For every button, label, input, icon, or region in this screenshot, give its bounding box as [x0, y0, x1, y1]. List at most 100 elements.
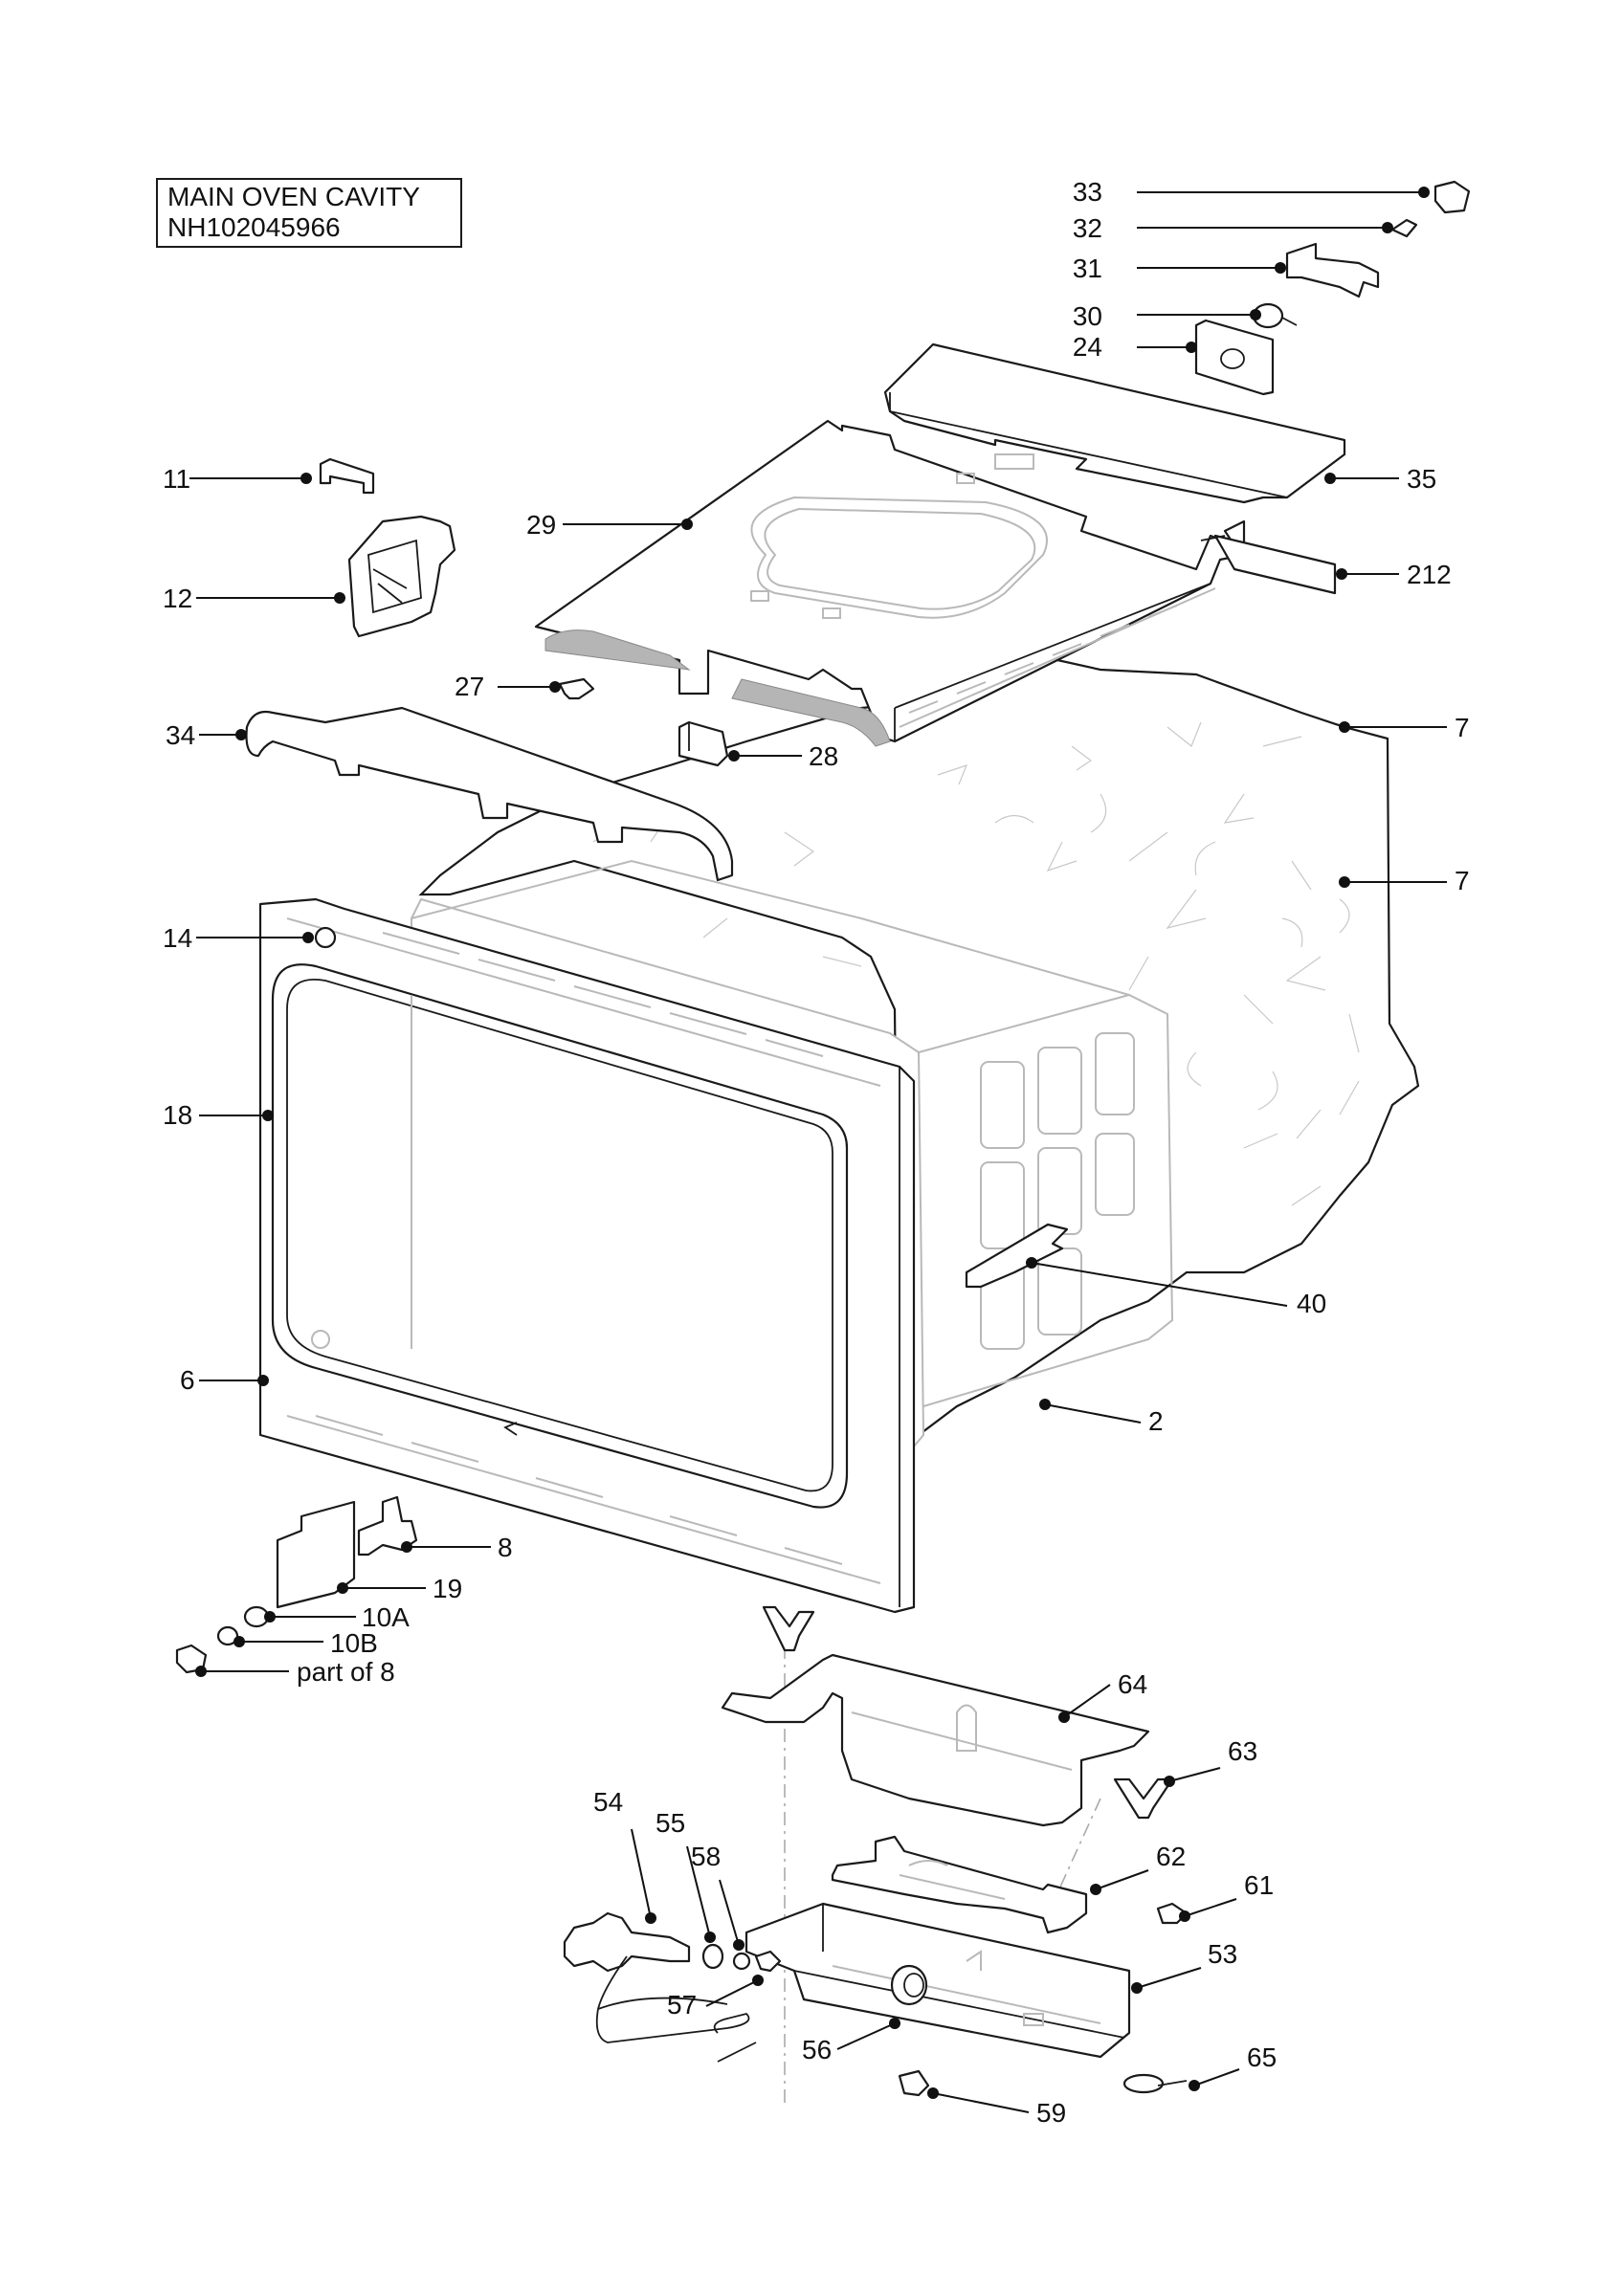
leader-dot-54: [645, 1912, 656, 1924]
leader-dot-53: [1131, 1982, 1143, 1994]
leader-dot-34: [235, 729, 247, 740]
callout-label-35: 35: [1407, 464, 1436, 494]
callout-label-34: 34: [166, 720, 195, 750]
callout-label-11: 11: [163, 464, 190, 494]
leader-dot-12: [334, 592, 345, 604]
leader-line-55: [686, 1845, 711, 1938]
callout-label-57: 57: [667, 1990, 697, 2020]
leader-line-40: [1031, 1262, 1288, 1307]
leader-line-64: [1063, 1684, 1111, 1718]
light-bulb-14: [314, 926, 337, 949]
leader-dot-58: [733, 1939, 744, 1951]
leader-dot-10A: [264, 1611, 276, 1623]
support-bracket: [678, 720, 729, 767]
leader-dot-65: [1189, 2080, 1200, 2091]
callout-label-61: 61: [1244, 1870, 1274, 1900]
leader-dot-40: [1026, 1257, 1037, 1269]
rear-panel: [883, 342, 1346, 504]
leader-dot-19: [337, 1582, 348, 1594]
switch-bracket-19: [276, 1500, 356, 1609]
callout-label-212: 212: [1407, 560, 1452, 589]
leader-line-65: [1193, 2068, 1240, 2086]
leader-dot-32: [1382, 222, 1393, 233]
leader-line-58: [719, 1879, 740, 1946]
leader-line-61: [1184, 1898, 1237, 1917]
callout-label-53: 53: [1208, 1939, 1237, 1969]
side-rail: [245, 706, 734, 882]
leader-dot-8: [401, 1541, 412, 1553]
leader-line-59: [932, 2092, 1030, 2113]
leader-dot-7b: [1339, 876, 1350, 888]
leader-dot-14: [302, 932, 314, 943]
leader-line-53: [1136, 1967, 1202, 1989]
leader-line-63: [1168, 1767, 1221, 1782]
bracket-40: [965, 1223, 1069, 1289]
nut-55: [701, 1943, 724, 1970]
callout-label-32: 32: [1073, 213, 1102, 243]
callout-label-7a: 7: [1455, 713, 1470, 742]
clip-59: [898, 2069, 930, 2097]
grommet-65: [1122, 2073, 1188, 2094]
callout-label-55: 55: [655, 1808, 685, 1838]
callout-label-31: 31: [1073, 254, 1102, 283]
callout-leaders: [189, 187, 1447, 2113]
front-frame: [258, 897, 916, 1614]
callout-label-14: 14: [163, 923, 192, 953]
leader-dot-33: [1418, 187, 1430, 198]
callout-label-59: 59: [1036, 2098, 1066, 2128]
mount-plate-24: [1194, 319, 1275, 396]
leader-dot-7a: [1339, 721, 1350, 733]
thermostat-54: [563, 1911, 757, 2063]
leader-dot-55: [704, 1932, 716, 1943]
callout-label-24: 24: [1073, 332, 1102, 362]
leader-dot-24: [1186, 342, 1197, 353]
callout-label-8: 8: [498, 1533, 513, 1562]
rear-strip: [1200, 534, 1337, 595]
cover-62: [831, 1835, 1088, 1934]
leader-dot-63: [1164, 1776, 1175, 1787]
callout-label-33: 33: [1073, 177, 1102, 207]
diagram-title-box: MAIN OVEN CAVITY NH102045966: [156, 178, 462, 248]
leader-dot-10B: [233, 1636, 245, 1647]
callout-label-12: 12: [163, 584, 192, 613]
callout-label-58: 58: [691, 1842, 721, 1871]
heat-shield-strips: [544, 629, 891, 747]
clip-27: [558, 677, 595, 700]
leader-line-54: [631, 1828, 652, 1919]
callout-label-10B: 10B: [330, 1628, 378, 1658]
leader-line-57: [705, 1979, 759, 2007]
door-seal: [271, 963, 849, 1509]
leader-dot-61: [1179, 1910, 1190, 1922]
callout-label-2: 2: [1148, 1406, 1164, 1436]
leader-dot-62: [1090, 1884, 1101, 1895]
callout-label-7b: 7: [1455, 866, 1470, 895]
leader-line-62: [1095, 1869, 1149, 1890]
leader-dot-18: [262, 1110, 274, 1121]
cavity-side-embossing: [980, 1032, 1135, 1350]
leader-dot-64: [1058, 1711, 1070, 1723]
callout-label-18: 18: [163, 1100, 192, 1130]
leader-line-2: [1044, 1403, 1142, 1424]
clip-63: [1113, 1777, 1174, 1820]
callout-label-29: 29: [526, 510, 556, 540]
leader-dot-31: [1275, 262, 1286, 274]
leader-dot-part8: [195, 1666, 207, 1677]
fan-motor-56: [890, 1964, 928, 2006]
leader-dot-59: [927, 2087, 939, 2099]
leader-dot-6: [257, 1375, 269, 1386]
callout-label-30: 30: [1073, 301, 1102, 331]
leader-dot-35: [1324, 473, 1336, 484]
leader-dot-29: [681, 519, 693, 530]
leader-dot-212: [1336, 568, 1347, 580]
callout-label-56: 56: [802, 2035, 832, 2064]
hinge-bracket-33: [1433, 180, 1471, 214]
callout-labels: 3332313024352121129122773428714184062819…: [163, 177, 1470, 2128]
washer-58: [732, 1952, 751, 1971]
lever-bracket-31: [1285, 242, 1380, 298]
callout-label-6: 6: [180, 1365, 195, 1395]
callout-label-62: 62: [1156, 1842, 1186, 1871]
spring-clip: [762, 1605, 815, 1652]
callout-label-65: 65: [1247, 2042, 1277, 2072]
callout-label-63: 63: [1228, 1736, 1257, 1766]
